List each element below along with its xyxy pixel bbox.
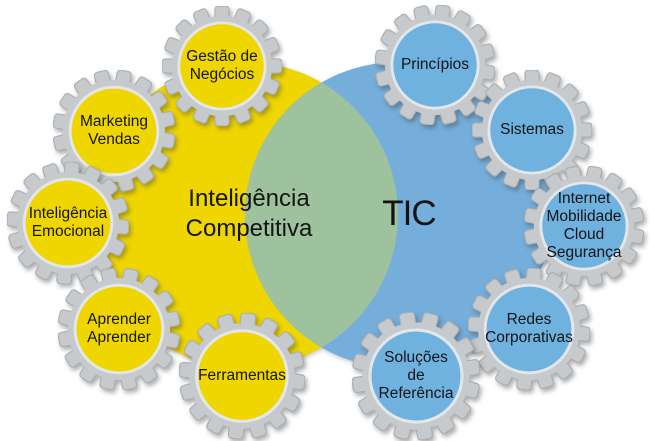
label-tic: TIC [382, 194, 436, 233]
gear-internet-mobilidade-cloud-seguranca: Internet Mobilidade Cloud Segurança [524, 166, 644, 286]
gear-label: Aprender Aprender [87, 310, 151, 346]
gear-label: Gestão de Negócios [186, 47, 258, 83]
label-inteligencia-competitiva: Inteligência Competitiva [185, 185, 313, 242]
gear-inteligencia-emocional: Inteligência Emocional [7, 162, 129, 284]
gear-label: Sistemas [500, 120, 564, 138]
gear-label: Soluções de Referência [378, 348, 454, 403]
gear-label: Ferramentas [198, 366, 286, 384]
gear-gestao-de-negocios: Gestão de Negócios [162, 6, 282, 126]
gear-ferramentas: Ferramentas [179, 313, 305, 439]
gear-label: Internet Mobilidade Cloud Segurança [546, 189, 622, 262]
venn-overlap-region [245, 62, 398, 368]
gear-aprender-aprender: Aprender Aprender [58, 268, 180, 390]
gear-label: Marketing Vendas [79, 112, 149, 148]
gear-solucoes-de-referencia: Soluções de Referência [352, 312, 480, 440]
gear-label: Redes Corporativas [485, 310, 573, 346]
gear-label: Inteligência Emocional [28, 204, 108, 240]
gear-principios: Princípios [375, 5, 495, 125]
gear-sistemas: Sistemas [472, 70, 592, 190]
gear-redes-corporativas: Redes Corporativas [468, 268, 590, 390]
gear-marketing-vendas: Marketing Vendas [53, 70, 175, 192]
gear-label: Princípios [400, 55, 470, 73]
